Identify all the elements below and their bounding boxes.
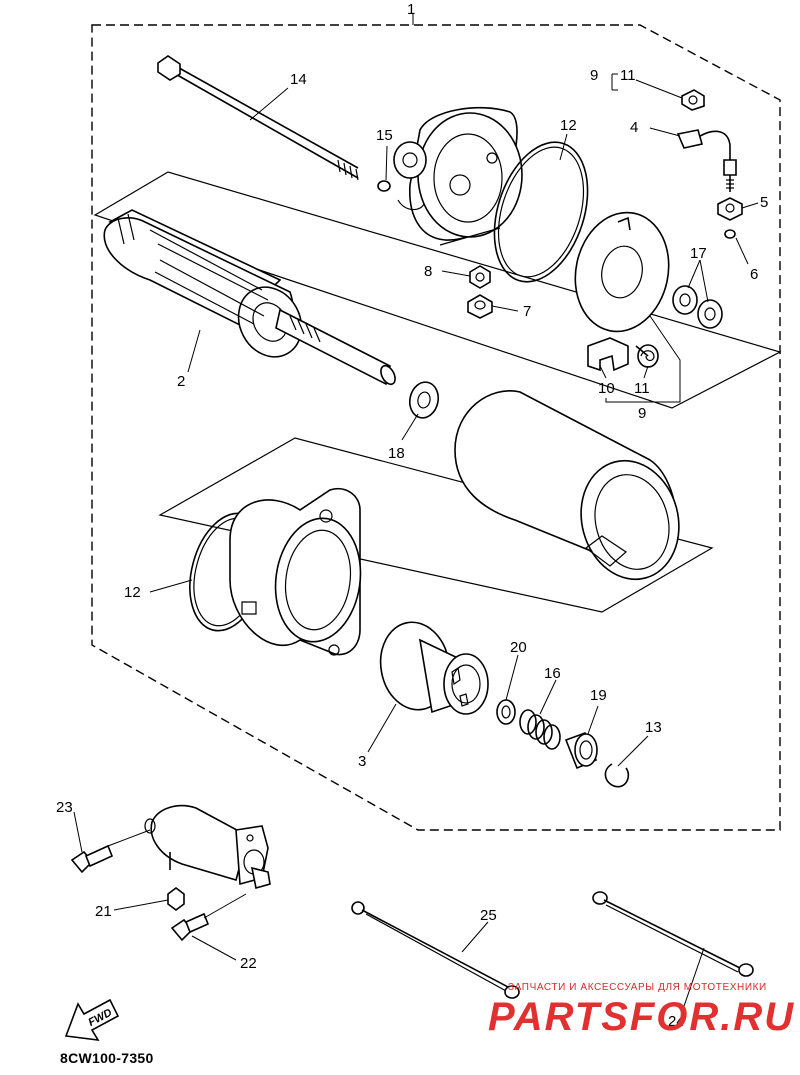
through-bolt xyxy=(157,55,359,181)
callout-4: 4 xyxy=(630,119,638,136)
callout-8: 8 xyxy=(424,263,432,280)
callout-12a: 12 xyxy=(560,117,577,134)
yoke-housing xyxy=(454,390,680,581)
fwd-arrow-icon: FWD xyxy=(64,998,120,1041)
lower-plane xyxy=(158,437,714,613)
collar-19 xyxy=(564,731,598,770)
thrust-washer-18 xyxy=(409,381,439,419)
callout-15: 15 xyxy=(376,127,393,144)
pinion-clutch xyxy=(379,621,489,715)
screw-11-top xyxy=(681,89,705,111)
front-cover xyxy=(229,488,362,656)
rear-cover xyxy=(393,106,523,246)
starter-assembly xyxy=(144,804,271,890)
brush-lead xyxy=(676,129,737,192)
callout-21: 21 xyxy=(95,903,112,920)
nut-5 xyxy=(717,197,743,221)
callout-23: 23 xyxy=(56,799,73,816)
cable-24 xyxy=(592,891,754,977)
cable-25 xyxy=(351,901,520,999)
callout-5: 5 xyxy=(760,194,768,211)
callout-17: 17 xyxy=(690,245,707,262)
upper-plane xyxy=(93,171,782,409)
bolt-23 xyxy=(70,844,114,874)
nut-21 xyxy=(167,887,185,911)
nut-8 xyxy=(469,265,491,289)
snap-ring-13 xyxy=(604,763,630,788)
callout-24: 24 xyxy=(668,1013,685,1030)
callout-7: 7 xyxy=(523,303,531,320)
ring-20-inner xyxy=(501,705,511,719)
callout-22: 22 xyxy=(240,955,257,972)
callout-25: 25 xyxy=(480,907,497,924)
leader-lines xyxy=(73,14,759,1013)
o-ring-large-top-inner xyxy=(497,146,585,278)
parts-code: 8CW100-7350 xyxy=(60,1050,154,1066)
watermark-logo: PARTSFOR.RU xyxy=(488,995,795,1039)
callout-20: 20 xyxy=(510,639,527,656)
o-ring-small xyxy=(377,180,391,192)
callout-3: 3 xyxy=(358,753,366,770)
assembly-boundary xyxy=(91,24,781,831)
callout-11a: 11 xyxy=(620,67,636,84)
callout-labels: 1 2 3 4 5 6 7 8 9 11 9 10 11 12 12 13 14… xyxy=(56,1,768,1030)
brush-holder-10 xyxy=(587,337,629,372)
washers-17 xyxy=(672,285,723,329)
callout-12b: 12 xyxy=(124,584,141,601)
brush-plate xyxy=(574,211,670,333)
callout-14: 14 xyxy=(290,71,307,88)
callout-9b: 9 xyxy=(638,405,646,422)
callout-13: 13 xyxy=(645,719,662,736)
o-ring-6 xyxy=(724,229,736,239)
bolt-22 xyxy=(170,912,210,942)
callout-10: 10 xyxy=(598,380,615,397)
spring-11 xyxy=(635,344,659,368)
o-ring-large-top xyxy=(493,141,589,283)
nut-7 xyxy=(467,294,493,319)
watermark-tagline: ЗАПЧАСТИ И АКСЕССУАРЫ ДЛЯ МОТОТЕХНИКИ xyxy=(508,982,767,993)
callout-1: 1 xyxy=(407,1,415,18)
callout-9a: 9 xyxy=(590,67,598,84)
callout-11b: 11 xyxy=(634,380,650,397)
callout-6: 6 xyxy=(750,266,758,283)
callout-19: 19 xyxy=(590,687,607,704)
callout-16: 16 xyxy=(544,665,561,682)
armature xyxy=(103,209,396,386)
ring-20 xyxy=(496,699,516,725)
spring-16 xyxy=(519,709,561,750)
callout-2: 2 xyxy=(177,373,185,390)
callout-18: 18 xyxy=(388,445,405,462)
